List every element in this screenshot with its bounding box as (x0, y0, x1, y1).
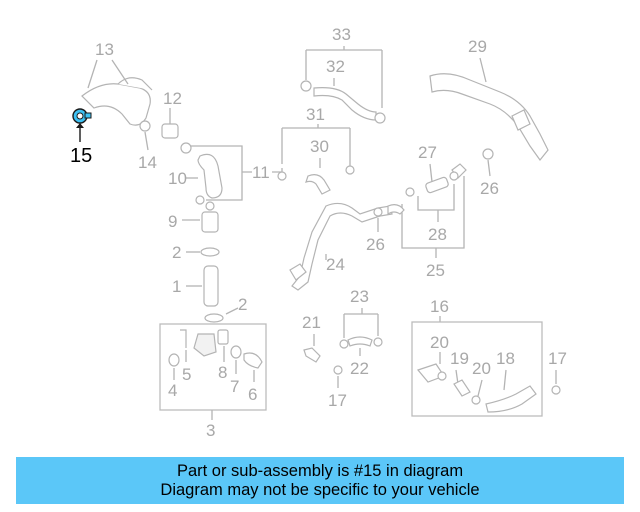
part-4-washer (168, 353, 180, 367)
part-17-label-left: 17 (328, 391, 347, 410)
part-18-hose (485, 385, 537, 413)
part-7-label: 7 (230, 377, 239, 396)
part-20-label-left: 20 (430, 333, 449, 352)
part-15-arrowhead (76, 123, 84, 128)
part-8-cap (217, 329, 229, 345)
part-30-hose (305, 174, 331, 195)
banner-line-1: Part or sub-assembly is #15 in diagram (176, 461, 464, 480)
part-11-clamp-right (277, 171, 287, 181)
part-1-pipe (203, 265, 219, 307)
part-6-label: 6 (248, 385, 257, 404)
part-15-clamp[interactable] (72, 108, 92, 124)
part-9-connector (201, 211, 219, 233)
part-4-label: 4 (168, 381, 177, 400)
part-20-label-right: 20 (472, 359, 491, 378)
part-33-label: 33 (332, 25, 351, 44)
part-9-label: 9 (168, 212, 177, 231)
part-18-label: 18 (496, 349, 515, 368)
part-26-label-right: 26 (480, 179, 499, 198)
part-3-kit-box (159, 323, 267, 411)
part-19-label: 19 (450, 349, 469, 368)
part-17-clamp-left (333, 365, 343, 375)
part-24-pipe (291, 202, 393, 291)
part-29-pipe (429, 73, 549, 161)
part-33-clamp-right (374, 112, 386, 124)
part-29-label: 29 (468, 37, 487, 56)
banner-line-2: Diagram may not be specific to your vehi… (160, 480, 480, 499)
part-2-label-upper: 2 (172, 243, 181, 262)
part-12-label: 12 (163, 89, 182, 108)
part-26-label-left: 26 (366, 235, 385, 254)
part-6-gasket (243, 352, 263, 369)
part-28-label: 28 (428, 225, 447, 244)
part-17-label-right: 17 (548, 349, 567, 368)
part-14-clamp (139, 120, 151, 132)
part-27-label: 27 (418, 143, 437, 162)
part-11-clamp (195, 195, 205, 205)
part-10-label: 10 (168, 169, 187, 188)
part-31-clamp (345, 165, 355, 175)
info-banner: Part or sub-assembly is #15 in diagram D… (16, 457, 624, 504)
part-15-label: 15 (70, 145, 92, 167)
part-22-hose (347, 336, 373, 347)
part-5-pin (180, 329, 187, 348)
part-22-label: 22 (350, 359, 369, 378)
part-21-valve (303, 347, 321, 363)
part-14-label: 14 (138, 153, 157, 172)
part-16-label: 16 (430, 297, 449, 316)
part-21-label: 21 (302, 313, 321, 332)
part-2-label-lower: 2 (238, 295, 247, 314)
part-10-hose (197, 153, 223, 199)
part-31-label: 31 (306, 105, 325, 124)
part-13-hose (81, 83, 151, 126)
part-12-clamp (180, 142, 192, 154)
part-24-label: 24 (326, 255, 345, 274)
part-5-label: 5 (182, 365, 191, 384)
part-12-fitting (161, 123, 179, 139)
parts-diagram: 15 13 14 12 10 11 9 2 1 2 3 5 4 8 7 (70, 25, 567, 440)
part-26-clamp-right (482, 148, 494, 160)
part-30-label: 30 (310, 137, 329, 156)
part-32-label: 32 (326, 57, 345, 76)
part-2-clamp-lower (204, 313, 224, 323)
part-7-washer (230, 345, 242, 359)
part-17-clamp-right (551, 385, 561, 395)
part-33-clamp-left (300, 80, 312, 92)
part-8-label: 8 (218, 363, 227, 382)
part-25-label: 25 (426, 261, 445, 280)
part-3-label: 3 (206, 421, 215, 440)
part-27-fitting (425, 176, 449, 194)
part-23-label: 23 (350, 287, 369, 306)
part-2-clamp-upper (200, 247, 220, 257)
part-1-label: 1 (172, 277, 181, 296)
part-13-label: 13 (95, 40, 114, 59)
part-16-kit-box (411, 321, 543, 417)
part-11-label: 11 (252, 163, 270, 182)
part-26-clamp-left (373, 207, 383, 217)
part-19-fitting (453, 379, 471, 397)
part-3-housing (193, 333, 217, 357)
